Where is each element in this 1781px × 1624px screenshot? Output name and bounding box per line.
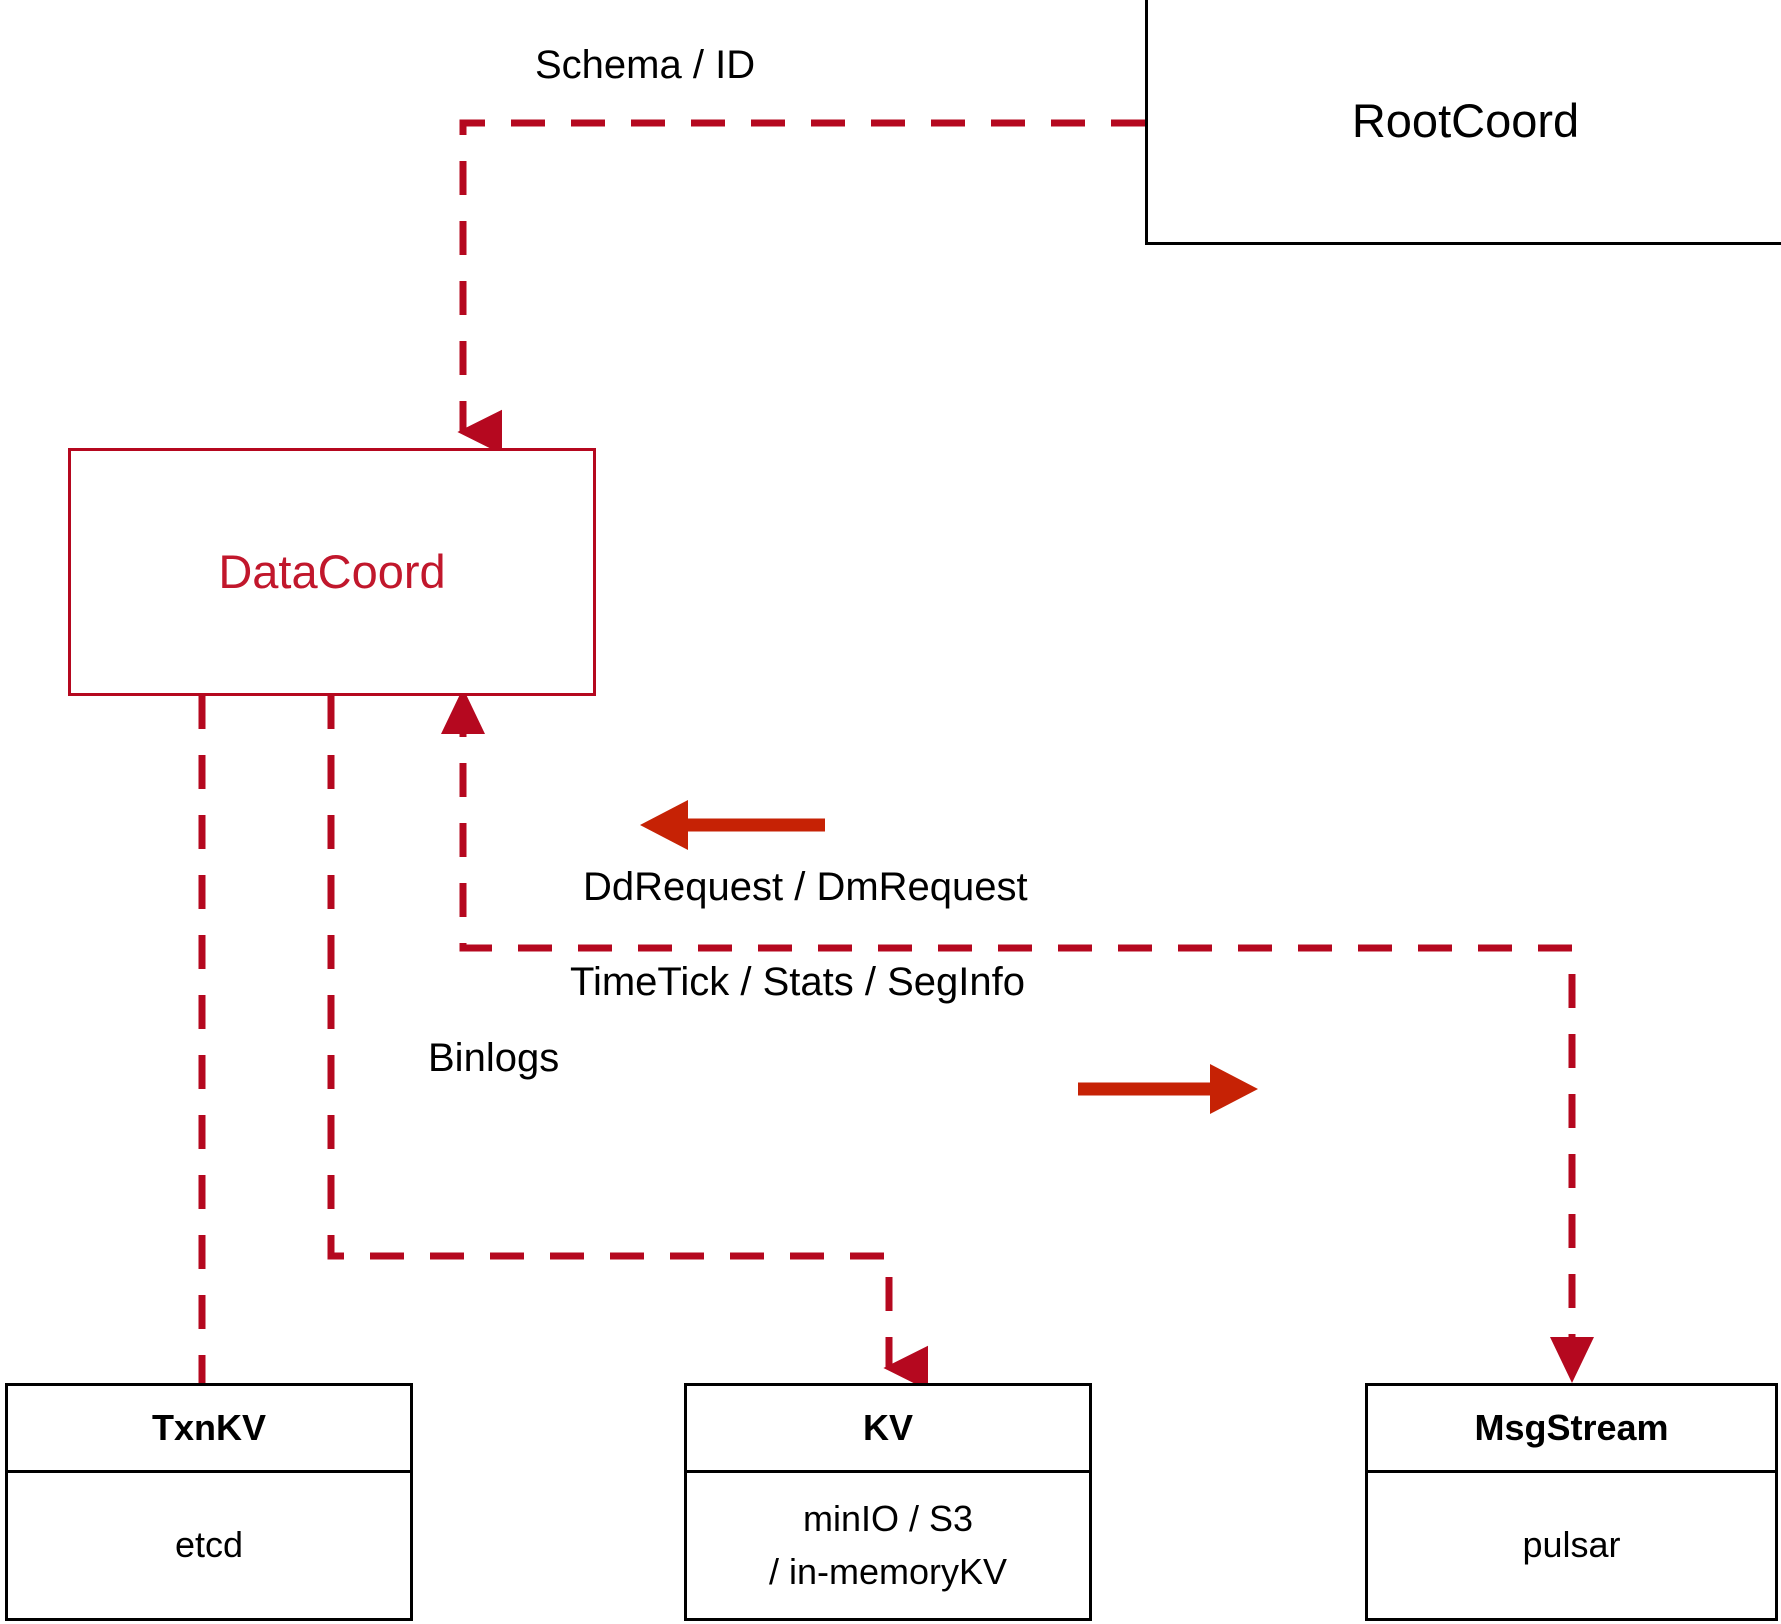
node-msgstream[interactable]: MsgStream pulsar (1365, 1383, 1778, 1621)
edge-schema-id (457, 119, 1145, 455)
node-rootcoord-label: RootCoord (1351, 94, 1580, 148)
node-rootcoord[interactable]: RootCoord (1145, 0, 1781, 245)
node-txnkv[interactable]: TxnKV etcd (5, 1383, 413, 1621)
node-kv-title: KV (687, 1386, 1089, 1473)
edge-label-schema-id: Schema / ID (535, 43, 756, 87)
edge-binlogs (327, 695, 929, 1391)
node-kv-body: minIO / S3 / in-memoryKV (687, 1473, 1089, 1618)
edge-label-ddrequest-dmrequest: DdRequest / DmRequest (583, 865, 1028, 909)
node-kv-impl-line1: minIO / S3 (802, 1498, 974, 1540)
edge-datacoord-msgstream (441, 688, 1594, 1383)
node-msgstream-title: MsgStream (1368, 1386, 1775, 1473)
node-txnkv-title: TxnKV (8, 1386, 410, 1473)
node-msgstream-impl-line1: pulsar (1522, 1524, 1621, 1566)
node-txnkv-impl-line1: etcd (174, 1524, 244, 1566)
arrow-timetick-stats-seginfo (1078, 1064, 1258, 1114)
node-kv[interactable]: KV minIO / S3 / in-memoryKV (684, 1383, 1092, 1621)
node-kv-impl-line2: / in-memoryKV (768, 1550, 1008, 1592)
node-datacoord-label: DataCoord (218, 545, 446, 599)
edge-label-timetick-stats-seginfo: TimeTick / Stats / SegInfo (570, 960, 1025, 1004)
arrow-ddrequest-dmrequest (640, 800, 825, 850)
node-msgstream-body: pulsar (1368, 1473, 1775, 1618)
edge-label-binlogs: Binlogs (428, 1036, 560, 1080)
node-txnkv-body: etcd (8, 1473, 410, 1618)
node-datacoord[interactable]: DataCoord (68, 448, 596, 696)
